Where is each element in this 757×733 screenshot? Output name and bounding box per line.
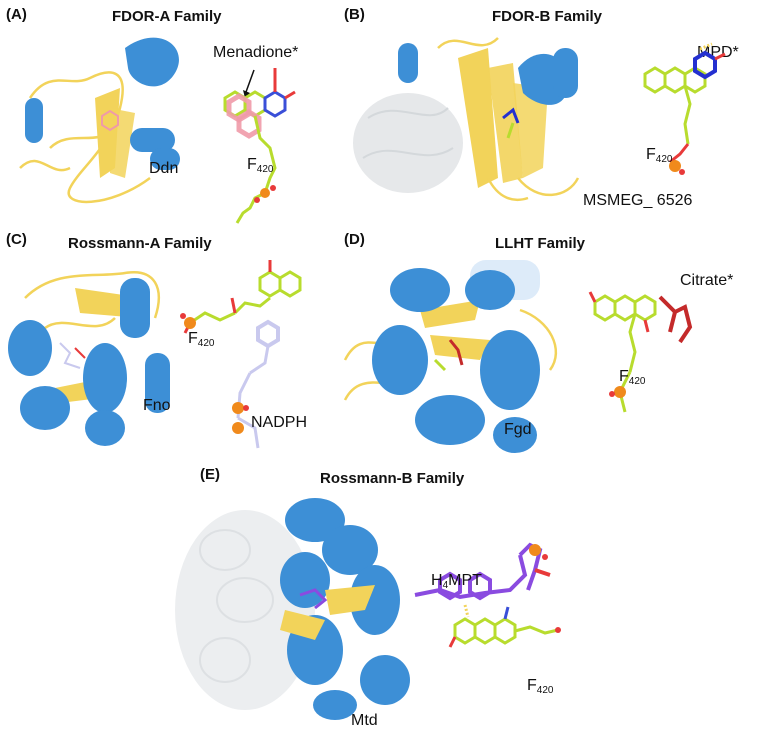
msmeg-protein-structure [353, 37, 580, 202]
fno-protein-structure [8, 270, 170, 446]
protein-name: Fno [143, 397, 171, 414]
cofactor-label: F420 [188, 330, 214, 349]
panel-title: FDOR-A Family [112, 8, 222, 25]
protein-name: Mtd [351, 712, 378, 729]
panel-label: (A) [6, 6, 27, 23]
cofactor-sub: 420 [256, 164, 274, 175]
ddn-protein-structure [19, 37, 180, 204]
ligand-structure [588, 291, 693, 413]
ligand-structure [414, 542, 561, 648]
cofactor-sub: 420 [628, 376, 646, 387]
panel-label: (E) [200, 466, 220, 483]
panel-title: Rossmann-B Family [320, 470, 465, 487]
cofactor-main: F [188, 330, 198, 347]
protein-name: MSMEG_ 6526 [583, 192, 693, 209]
cofactor-sub: 420 [655, 154, 673, 165]
cofactor-main: F [527, 677, 537, 694]
panel-label: (D) [344, 231, 365, 248]
panel-title: LLHT Family [495, 235, 586, 252]
ligand-structure [180, 260, 302, 449]
ligand-label: Citrate* [680, 272, 734, 289]
cofactor-label: F420 [619, 368, 645, 387]
panel-title: Rossmann-A Family [68, 235, 212, 252]
ligand-structure [223, 68, 296, 224]
ligand-structure [643, 42, 726, 175]
ligand-rest: MPT [448, 572, 482, 589]
ligand-label: Menadione* [213, 44, 299, 61]
cofactor-sub: 420 [197, 338, 215, 349]
cofactor-main: F [247, 156, 257, 173]
cofactor-label: F420 [527, 677, 553, 696]
cofactor-label: F420 [646, 146, 672, 165]
arrow-icon [243, 69, 255, 98]
panel-label: (C) [6, 231, 27, 248]
fgd-protein-structure [343, 260, 558, 453]
protein-name: Ddn [149, 160, 179, 177]
panel-title: FDOR-B Family [492, 8, 603, 25]
cofactor-sub: 420 [536, 685, 554, 696]
cofactor-main: F [646, 146, 656, 163]
cofactor-main: F [619, 368, 629, 385]
protein-name: Fgd [504, 421, 532, 438]
ligand-main: H [431, 572, 443, 589]
cofactor-label: F420 [247, 156, 273, 175]
panel-label: (B) [344, 6, 365, 23]
ligand-label: H4MPT [431, 572, 482, 591]
mtd-protein-structure [175, 498, 410, 720]
ligand-sub: 4 [442, 580, 449, 591]
ligand-label: NADPH [251, 414, 308, 431]
